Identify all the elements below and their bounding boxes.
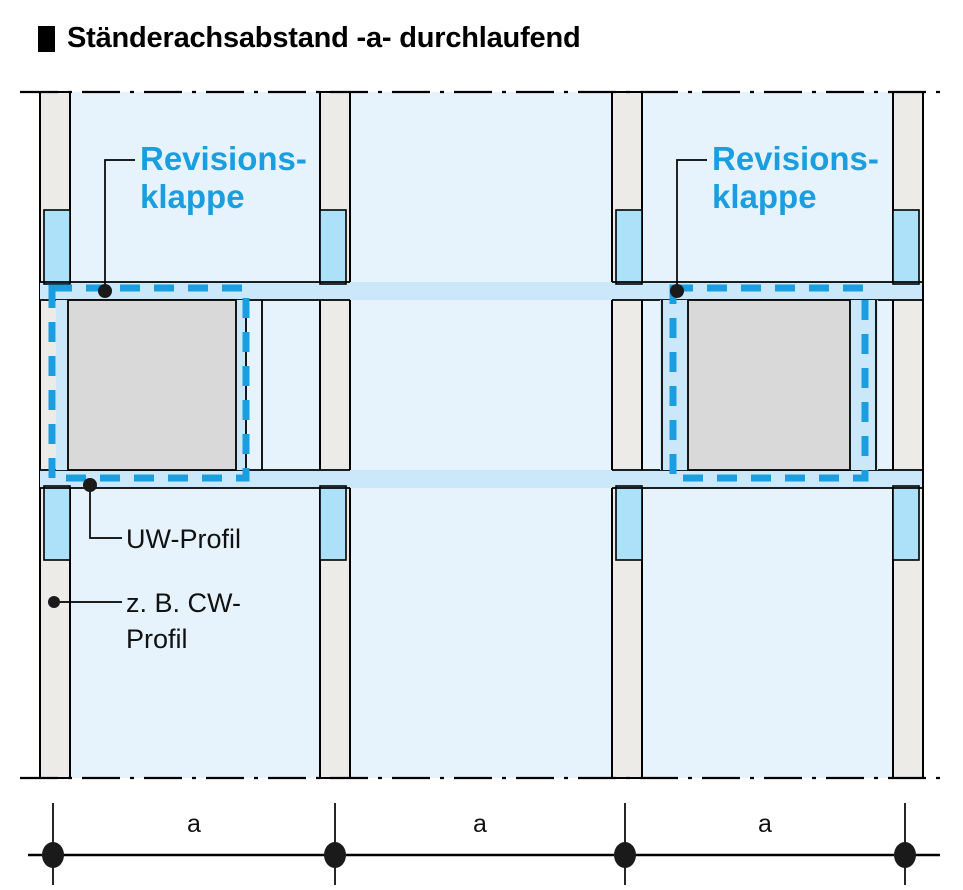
leader-dot-group — [48, 284, 684, 608]
dimension-label-3: a — [758, 810, 772, 838]
cw-stud-2 — [319, 91, 351, 779]
revision-hatch-outline-right — [669, 284, 869, 482]
revision-hatch-outline-left — [48, 284, 250, 482]
leader-uw-profil — [89, 485, 122, 539]
leader-dot-revision-right — [670, 284, 684, 298]
uw-tab-upper-3 — [615, 209, 643, 285]
leader-line-group — [54, 159, 707, 603]
opening-right — [660, 299, 878, 471]
uw-tab-lower-1 — [43, 485, 71, 561]
dimension-marker-2 — [324, 842, 346, 868]
dimension-label-1: a — [187, 810, 201, 838]
square-bullet-icon — [38, 25, 55, 52]
page-title: Ständerachsabstand -a- durchlaufend — [38, 22, 581, 55]
leader-dot-cw-profil — [48, 596, 60, 608]
cw-stud-3 — [611, 91, 643, 779]
uw-tab-lower-2 — [319, 485, 347, 561]
leader-revision-right — [676, 159, 707, 291]
drawing-boundary — [20, 90, 945, 780]
dimension-marker-3 — [614, 842, 636, 868]
leader-dot-uw-profil — [83, 478, 97, 492]
label-revisionsklappe-right: Revisions- klappe — [712, 140, 879, 215]
uw-tab-lower-3 — [615, 485, 643, 561]
label-revisionsklappe-left: Revisions- klappe — [140, 140, 307, 215]
label-uw-profil: UW-Profil — [126, 524, 242, 554]
opening-left-field — [67, 299, 237, 471]
opening-left — [56, 299, 263, 471]
uw-tab-lower-4 — [892, 485, 920, 561]
dimension-line-group — [28, 803, 940, 885]
page-title-text: Ständerachsabstand -a- durchlaufend — [67, 22, 581, 54]
uw-tab-group — [43, 209, 920, 561]
dimension-marker-4 — [894, 842, 916, 868]
leader-dot-revision-left — [98, 284, 112, 298]
dimension-marker-1 — [42, 842, 64, 868]
dimension-marker-group — [42, 842, 916, 868]
leader-revision-left — [104, 159, 135, 291]
uw-tab-upper-4 — [892, 209, 920, 285]
dimension-label-2: a — [473, 810, 487, 838]
uw-tab-upper-2 — [319, 209, 347, 285]
opening-right-field — [687, 299, 851, 471]
cw-stud-4 — [892, 91, 924, 779]
uw-tab-upper-1 — [43, 209, 71, 285]
uw-rail-upper — [40, 282, 922, 300]
label-cw-profil: z. B. CW- Profil — [126, 588, 242, 654]
